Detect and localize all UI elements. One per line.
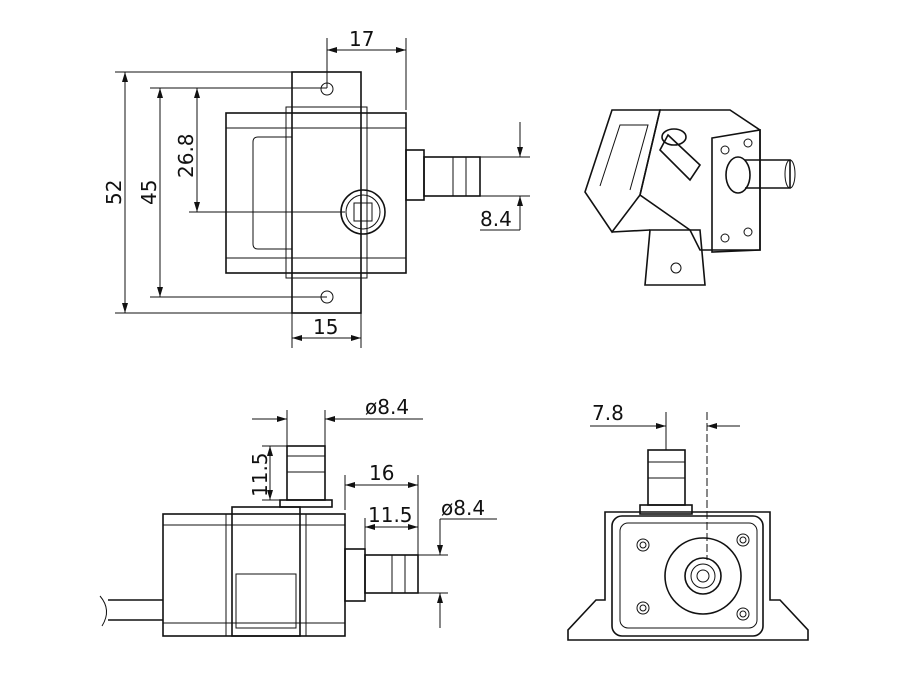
- isometric-view: [584, 109, 796, 286]
- dim-outlet-total: 16: [369, 461, 394, 485]
- dim-15: 15: [313, 315, 338, 339]
- dim-nozzle-offset: 7.8: [592, 401, 624, 425]
- dim-17: 17: [349, 27, 374, 51]
- dim-52: 52: [102, 180, 126, 205]
- dim-8-4: 8.4: [480, 207, 512, 231]
- dim-26-8: 26.8: [174, 133, 198, 178]
- dim-outlet-length: 11.5: [368, 503, 413, 527]
- front-view: 17 52 45 26.8 8.4 15: [102, 27, 530, 348]
- dim-top-nozzle-diameter: ø8.4: [365, 395, 409, 419]
- rear-view: 7.8: [567, 401, 809, 641]
- dim-45: 45: [137, 180, 161, 205]
- dim-outlet-diameter: ø8.4: [441, 496, 485, 520]
- side-view: ø8.4 11.5 16 11.5 ø8.4: [99, 395, 497, 637]
- dim-top-nozzle-length: 11.5: [248, 452, 272, 497]
